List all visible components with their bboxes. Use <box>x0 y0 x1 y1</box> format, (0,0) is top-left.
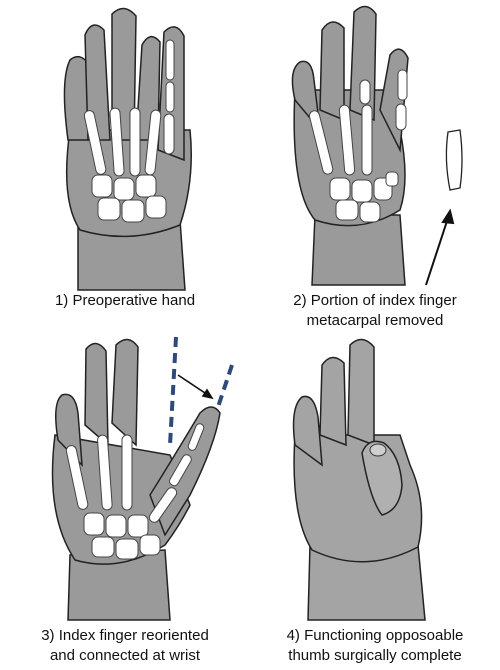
hand-silhouette <box>292 338 426 621</box>
caption-3-line-2: and connected at wrist <box>49 647 201 664</box>
reorientation-dashes <box>168 336 234 446</box>
removed-metacarpal <box>445 129 463 191</box>
thumbnail <box>369 443 387 457</box>
caption-4: 4) Functioning opposoable thumb surgical… <box>250 626 500 666</box>
caption-1-line-1: 1) Preoperative hand <box>54 292 196 309</box>
caption-2-line-1: 2) Portion of index finger <box>293 292 457 309</box>
panel-preoperative-hand: 1) Preoperative hand <box>0 0 250 335</box>
bones <box>83 39 175 223</box>
caption-1: 1) Preoperative hand <box>0 291 250 311</box>
bones <box>308 69 408 223</box>
panel-opposable-thumb: 4) Functioning opposoable thumb surgical… <box>250 335 500 670</box>
bones <box>65 423 205 560</box>
preoperative-hand-illustration <box>63 7 192 291</box>
caption-4-line-2: thumb surgically complete <box>288 647 462 664</box>
caption-2: 2) Portion of index finger metacarpal re… <box>250 291 500 331</box>
caption-2-line-2: metacarpal removed <box>306 312 444 329</box>
removal-arrow <box>425 208 455 286</box>
panel-metacarpal-removed: 2) Portion of index finger metacarpal re… <box>250 0 500 335</box>
caption-3-line-1: 3) Index finger reoriented <box>41 627 209 644</box>
index-reoriented-illustration <box>51 336 234 621</box>
opposable-thumb-illustration <box>292 338 426 621</box>
metacarpal-removed-illustration <box>291 5 463 286</box>
panel-index-reoriented: 3) Index finger reoriented and connected… <box>0 335 250 670</box>
caption-3: 3) Index finger reoriented and connected… <box>0 626 250 666</box>
caption-4-line-1: 4) Functioning opposoable <box>286 627 464 644</box>
rotation-arrow <box>177 374 214 400</box>
